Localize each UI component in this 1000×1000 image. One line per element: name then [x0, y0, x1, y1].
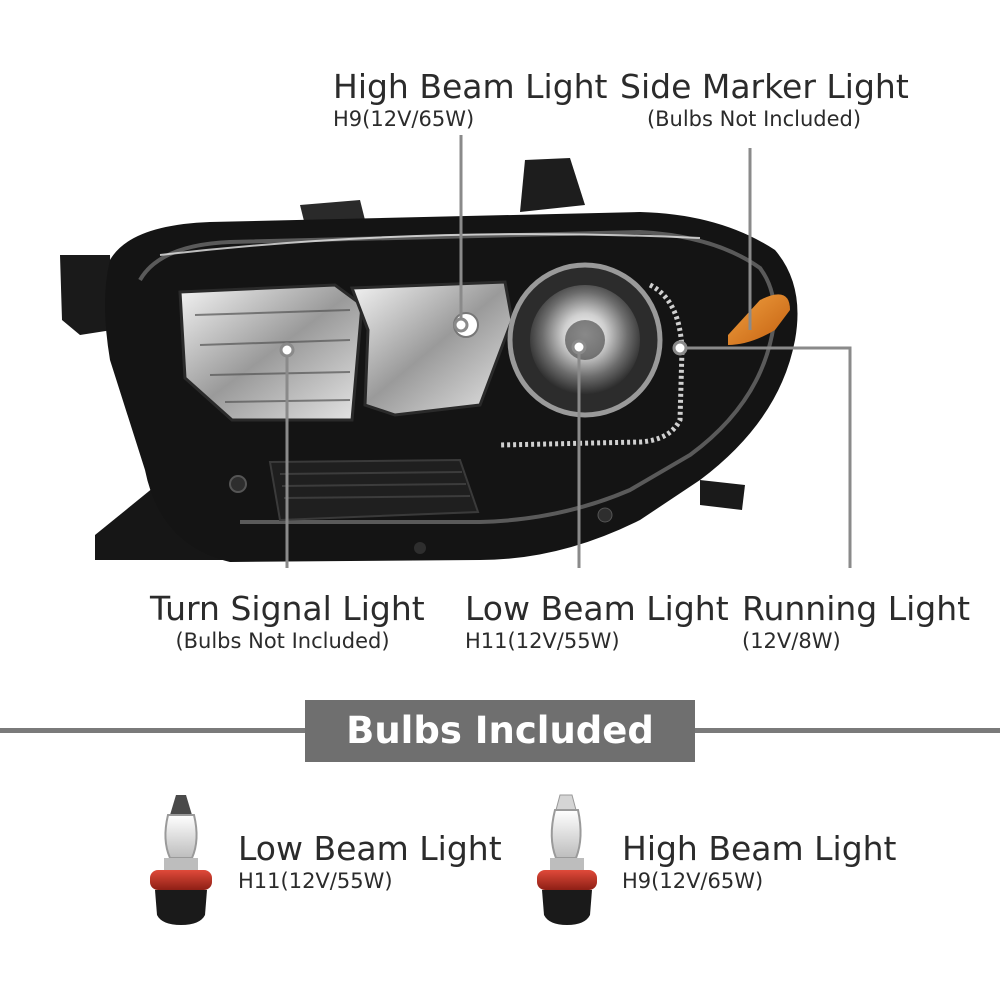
callout-running-spec: (12V/8W)	[742, 629, 841, 653]
callout-side-marker-title: Side Marker Light	[620, 67, 909, 106]
bulb-low-beam-spec: H11(12V/55W)	[238, 869, 393, 893]
divider-left	[0, 728, 305, 733]
callout-running: Running Light (12V/8W)	[742, 590, 970, 654]
bulbs-included-banner: Bulbs Included	[305, 700, 695, 762]
left-bracket	[60, 255, 112, 335]
bulb-high-beam-title: High Beam Light	[622, 829, 897, 868]
bulb-item-high-beam: High Beam Light H9(12V/65W)	[622, 830, 897, 894]
callout-high-beam: High Beam Light H9(12V/65W)	[333, 68, 608, 132]
top-tab	[520, 158, 585, 212]
lower-grille	[268, 458, 480, 522]
callout-low-beam: Low Beam Light H11(12V/55W)	[465, 590, 729, 654]
marker-low-beam	[571, 339, 587, 355]
marker-turn-signal	[279, 342, 295, 358]
callout-high-beam-title: High Beam Light	[333, 67, 608, 106]
bulb-item-low-beam: Low Beam Light H11(12V/55W)	[238, 830, 502, 894]
callout-high-beam-spec: H9(12V/65W)	[333, 107, 475, 131]
running-light-strip	[499, 282, 685, 448]
callout-side-marker: Side Marker Light (Bulbs Not Included)	[620, 67, 909, 132]
callout-low-beam-spec: H11(12V/55W)	[465, 629, 620, 653]
marker-high-beam	[453, 317, 469, 333]
top-tab-2	[300, 200, 365, 225]
divider-right	[695, 728, 1000, 733]
h11-bulb-icon	[150, 795, 212, 925]
right-tab	[700, 480, 745, 510]
bulb-low-beam-title: Low Beam Light	[238, 829, 502, 868]
leader-running	[680, 346, 852, 568]
marker-running	[672, 340, 688, 356]
callout-turn-signal: Turn Signal Light (Bulbs Not Included)	[150, 589, 425, 654]
bulb-high-beam-spec: H9(12V/65W)	[622, 869, 764, 893]
h9-bulb-icon	[537, 794, 597, 925]
callout-side-marker-spec: (Bulbs Not Included)	[646, 107, 862, 131]
callout-turn-signal-spec: (Bulbs Not Included)	[175, 629, 390, 653]
callout-running-title: Running Light	[742, 589, 971, 628]
callout-turn-signal-title: Turn Signal Light	[150, 589, 425, 628]
headlight-assembly	[60, 158, 798, 562]
callout-low-beam-title: Low Beam Light	[465, 589, 729, 628]
side-marker-lens	[728, 294, 790, 345]
turn-signal-reflector	[178, 283, 364, 422]
